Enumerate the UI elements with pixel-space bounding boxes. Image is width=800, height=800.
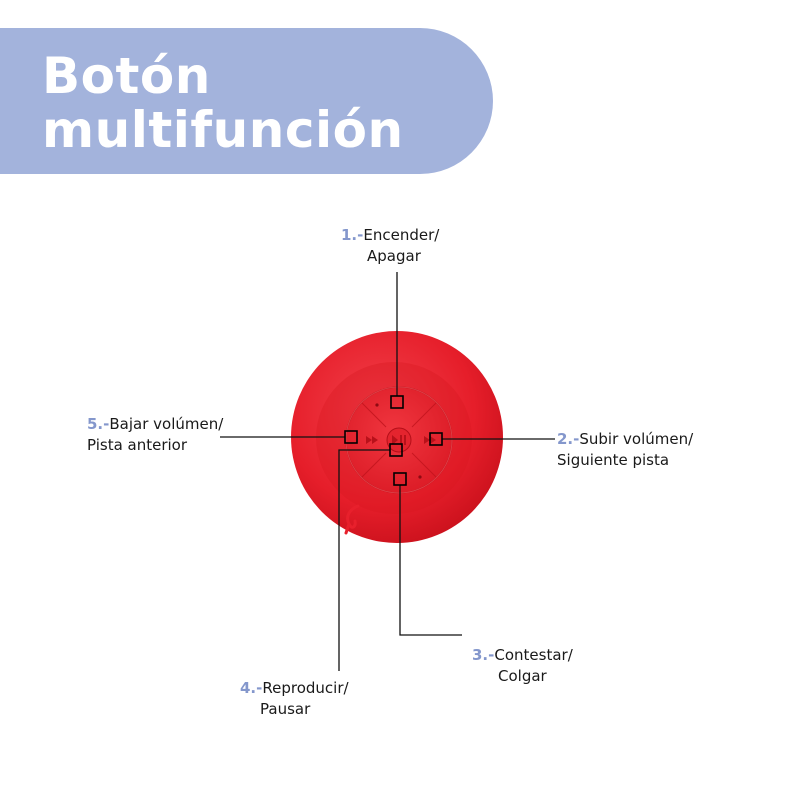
marker-play-pause — [389, 443, 403, 457]
next-track-icon — [424, 436, 436, 444]
callout-markers — [344, 395, 443, 486]
callout-volume-down: 5.-Bajar volúmen/ Pista anterior — [87, 414, 223, 456]
power-icon — [375, 403, 422, 479]
callout-text: Pista anterior — [87, 436, 188, 454]
callout-number: 1.- — [341, 226, 364, 244]
leader-line-3 — [399, 485, 462, 636]
callout-text: Reproducir/ — [262, 679, 349, 697]
callout-text: Encender/ — [363, 226, 440, 244]
callout-power: 1.-Encender/ Apagar — [341, 225, 439, 267]
callout-text: Apagar — [367, 247, 421, 265]
callout-number: 4.- — [240, 679, 263, 697]
previous-track-icon — [366, 436, 378, 444]
callout-answer: 3.-Contestar/ Colgar — [472, 645, 573, 687]
leader-lines — [220, 272, 555, 671]
callout-text: Siguiente pista — [557, 451, 670, 469]
callout-text: Contestar/ — [494, 646, 573, 664]
marker-previous — [344, 430, 358, 444]
title-banner: Botón multifunción — [0, 28, 493, 174]
page-title-line-2: multifunción — [42, 101, 404, 159]
callout-volume-up: 2.-Subir volúmen/ Siguiente pista — [557, 429, 693, 471]
callout-text: Subir volúmen/ — [579, 430, 694, 448]
leader-line-4 — [338, 449, 390, 671]
callout-number: 2.- — [557, 430, 580, 448]
callout-number: 5.- — [87, 415, 110, 433]
page-title-line-1: Botón — [42, 47, 211, 105]
callout-text: Bajar volúmen/ — [109, 415, 224, 433]
callout-number: 3.- — [472, 646, 495, 664]
marker-power — [390, 395, 404, 409]
bluetooth-speaker-icon — [291, 331, 503, 543]
marker-answer — [393, 472, 407, 486]
marker-next — [429, 432, 443, 446]
play-pause-icon — [392, 435, 406, 445]
callout-text: Pausar — [260, 700, 311, 718]
callout-text: Colgar — [498, 667, 547, 685]
callout-play-pause: 4.-Reproducir/ Pausar — [240, 678, 349, 720]
